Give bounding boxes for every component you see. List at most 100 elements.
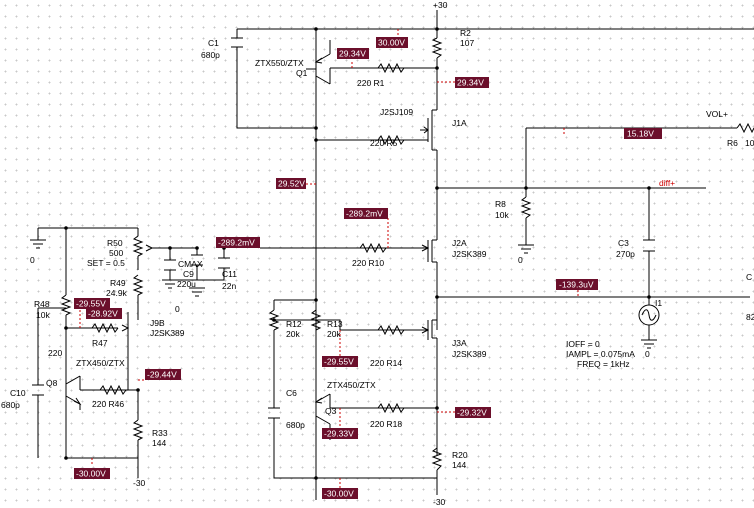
jfet-j2a[interactable] (421, 240, 430, 262)
label-r33-ref: R33 (152, 428, 168, 438)
label-r33-val: 144 (152, 438, 166, 448)
capacitor-c11[interactable] (218, 257, 230, 269)
capacitor-c1[interactable] (231, 37, 243, 48)
svg-text:29.52V: 29.52V (278, 179, 305, 189)
svg-text:-29.32V: -29.32V (457, 408, 487, 418)
resistor-r50[interactable] (132, 235, 144, 257)
label-r49-val: 24.9k (106, 288, 128, 298)
resistor-r47[interactable] (91, 322, 119, 334)
label-ioff: IOFF = 0 (566, 339, 600, 349)
resistor-r10[interactable] (359, 242, 387, 254)
transistor-q8[interactable] (65, 375, 82, 410)
label-r50-ref: R50 (107, 238, 123, 248)
label-r6-ref: R6 (727, 138, 738, 148)
svg-text:-29.33V: -29.33V (324, 429, 354, 439)
label-c6-ref: C6 (286, 388, 297, 398)
label-q8-model: ZTX450/ZTX (76, 358, 125, 368)
label-r48-ref: R48 (34, 299, 50, 309)
resistor-r18[interactable] (377, 402, 405, 414)
current-source-i1[interactable] (638, 304, 660, 326)
label-c9-val: 220u (177, 279, 196, 289)
label-q1-ref: Q1 (296, 68, 308, 78)
label-q3-ref: Q3 (325, 406, 337, 416)
svg-text:29.34V: 29.34V (457, 78, 484, 88)
svg-text:-29.55V: -29.55V (324, 357, 354, 367)
probe-label[interactable]: 29.52V (276, 178, 306, 189)
capacitor-c10[interactable] (32, 384, 44, 396)
probe-label[interactable]: 29.34V (455, 77, 489, 88)
probe-label[interactable]: -29.44V (145, 369, 181, 380)
probe-label[interactable]: -289.2mV (216, 237, 260, 248)
probe-label[interactable]: 15.18V (624, 128, 662, 139)
capacitor-c3[interactable] (643, 239, 655, 252)
label-j9-ref: J9B (150, 318, 165, 328)
resistor-r33[interactable] (132, 419, 144, 441)
label-r18: 220 R18 (370, 419, 402, 429)
capacitor-c9[interactable] (164, 259, 176, 271)
jfet-j3a[interactable] (421, 320, 430, 340)
probe-label[interactable]: -30.00V (74, 468, 110, 479)
label-out-val: 82 (746, 312, 754, 322)
resistor-r49[interactable] (132, 274, 144, 296)
label-j2-model: J2SK389 (452, 249, 487, 259)
probe-label[interactable]: -29.55V (322, 356, 358, 367)
label-q3-model: ZTX450/ZTX (327, 380, 376, 390)
capacitor-cmax[interactable] (191, 254, 203, 266)
probe-label[interactable]: -29.55V (74, 298, 110, 309)
resistor-r14[interactable] (377, 324, 405, 336)
resistor-r5[interactable] (377, 134, 405, 146)
resistor-r46[interactable] (99, 384, 127, 396)
resistor-r1[interactable] (377, 62, 405, 74)
resistor-r13[interactable] (310, 309, 322, 331)
label-c1-val: 680p (201, 50, 220, 60)
resistor-r2[interactable] (431, 37, 443, 59)
svg-text:-139.3uV: -139.3uV (559, 280, 594, 290)
svg-text:-28.92V: -28.92V (88, 309, 118, 319)
jfet-j9b[interactable] (121, 316, 130, 340)
transistor-q1[interactable] (306, 40, 331, 85)
label-q1-model: ZTX550/ZTX (255, 58, 304, 68)
transistor-q3[interactable] (314, 393, 331, 440)
label-r46: 220 R46 (92, 399, 124, 409)
label-r12-val: 20k (286, 329, 300, 339)
probe-label[interactable]: -289.2mV (344, 208, 388, 219)
label-r50-set: SET = 0.5 (87, 258, 125, 268)
label-c6-val: 680p (286, 420, 305, 430)
label-r5: 220 R5 (370, 138, 398, 148)
resistor-r6[interactable] (736, 122, 754, 134)
r50-wiper-arrow (145, 244, 153, 252)
label-r13-val: 20k (327, 329, 341, 339)
probe-label[interactable]: 30.00V (376, 37, 408, 48)
label-j9-model: J2SK389 (150, 328, 185, 338)
svg-text:-30.00V: -30.00V (324, 489, 354, 499)
transistors (65, 40, 331, 440)
probe-label[interactable]: -28.92V (86, 308, 122, 319)
label-c9-ref: C9 (183, 269, 194, 279)
resistor-r8[interactable] (520, 196, 532, 219)
label-i1-ref: I1 (655, 298, 662, 308)
jfets (121, 118, 430, 340)
junctions (64, 27, 651, 480)
probe-label[interactable]: -139.3uV (556, 279, 598, 290)
probe-label[interactable]: -29.32V (455, 407, 491, 418)
resistor-r20[interactable] (431, 447, 443, 471)
label-r8-ref: R8 (495, 199, 506, 209)
probe-label[interactable]: 29.34V (337, 48, 369, 59)
probe-label[interactable]: -30.00V (322, 488, 358, 499)
label-r10: 220 R10 (352, 258, 384, 268)
label-r48-val: 10k (36, 310, 50, 320)
label-q8-ref: Q8 (46, 378, 58, 388)
label-vol-pos: VOL+ (706, 109, 728, 119)
capacitor-c6[interactable] (268, 407, 280, 419)
ground-symbol (641, 339, 657, 349)
jfet-j1a[interactable] (420, 118, 429, 142)
probe-label[interactable]: -29.33V (322, 428, 358, 439)
resistor-r48[interactable] (60, 294, 72, 316)
label-supply-neg-right: -30 (433, 497, 446, 507)
ground-symbol (162, 279, 178, 289)
label-gnd-i1: 0 (645, 349, 650, 359)
ground-symbol (189, 287, 205, 297)
label-j2-ref: J2A (452, 238, 467, 248)
